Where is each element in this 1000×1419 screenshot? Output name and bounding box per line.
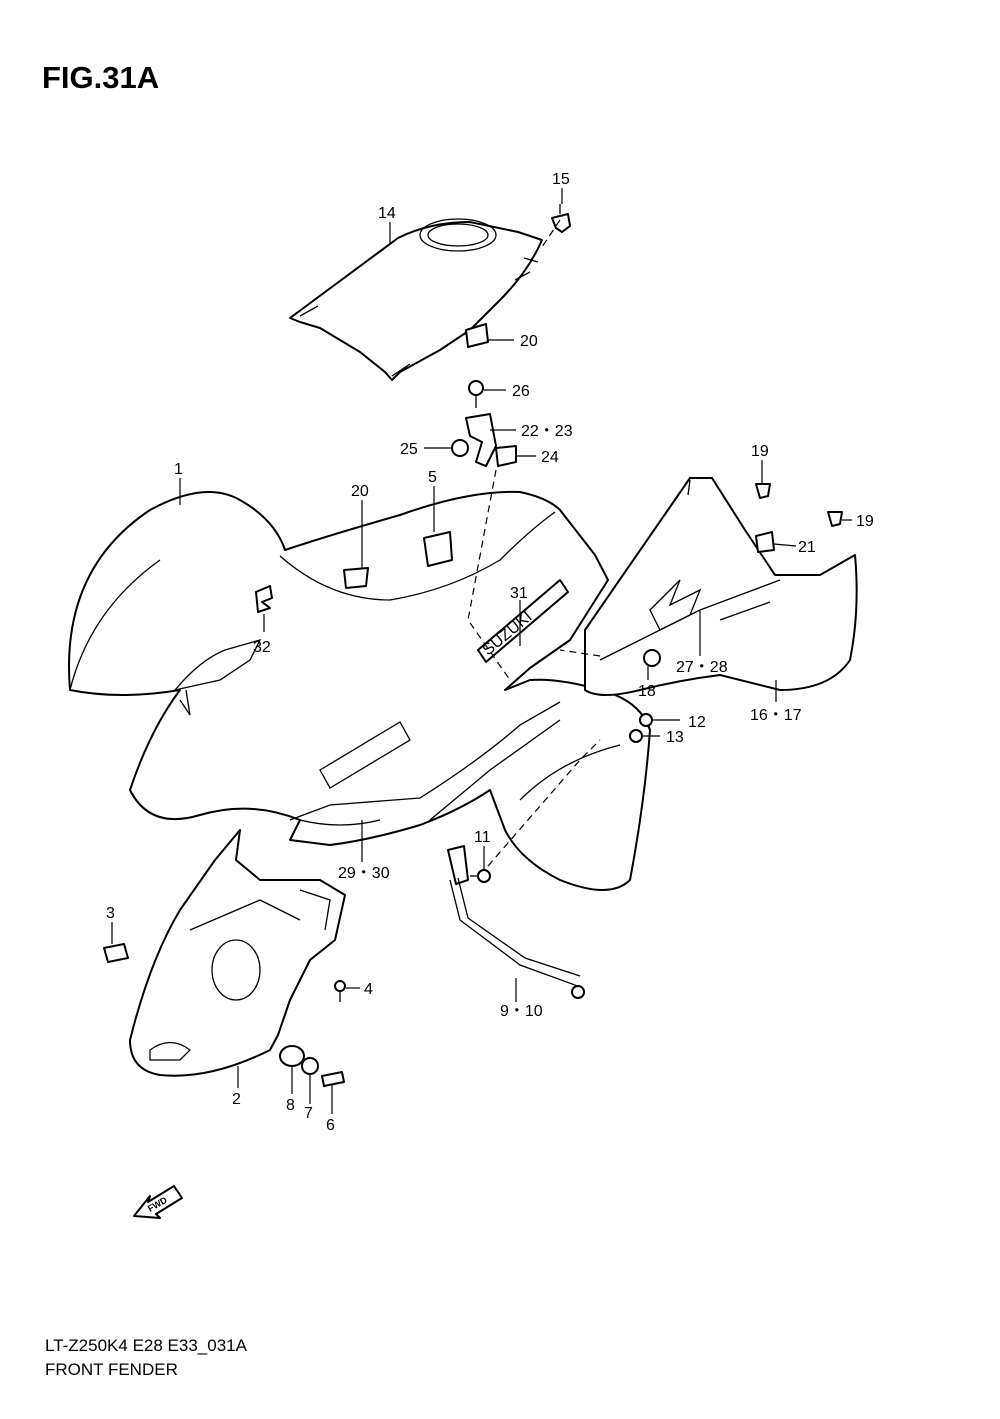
callout-7: 7 (304, 1105, 313, 1122)
part-12-screw (639, 713, 653, 727)
part-15-clip (551, 204, 571, 233)
callout-19-b: 19 (856, 513, 874, 530)
footer-section-name: FRONT FENDER (45, 1360, 178, 1379)
callout-24: 24 (541, 449, 559, 466)
part-19-clip-a (755, 483, 771, 499)
fwd-arrow-icon: FWD (133, 1185, 183, 1219)
footer-model-code: LT-Z250K4 E28 E33_031A (45, 1336, 247, 1355)
part-11-bolt (470, 869, 491, 883)
part-20-pad-upper (465, 323, 489, 348)
part-16-17-side-panel (584, 477, 858, 696)
assembly-line-2 (559, 649, 601, 657)
leader-lines (111, 188, 852, 1114)
callout-6: 6 (326, 1117, 335, 1134)
part-5-pad (423, 531, 453, 567)
callout-19-a: 19 (751, 443, 769, 460)
callout-12: 12 (688, 714, 706, 731)
part-21-pad (755, 531, 775, 553)
part-32-emblem (255, 585, 273, 613)
callout-31: 31 (510, 585, 528, 602)
part-29-30-decal (319, 721, 411, 789)
callout-3: 3 (106, 905, 115, 922)
part-1-front-fender (68, 490, 651, 891)
callout-11: 11 (474, 829, 491, 846)
callout-1: 1 (174, 461, 183, 478)
part-20-pad-lower (343, 567, 369, 589)
assembly-line-4 (539, 219, 561, 251)
callout-18: 18 (638, 683, 656, 700)
callout-15: 15 (552, 171, 570, 188)
part-13-washer (629, 729, 643, 743)
callout-21: 21 (798, 539, 816, 556)
part-4-screw (334, 980, 346, 1002)
callout-16-17: 16・17 (750, 707, 802, 724)
callout-26: 26 (512, 383, 530, 400)
callout-5: 5 (428, 469, 437, 486)
part-9-10-stay (447, 845, 585, 999)
part-25-nut (451, 439, 469, 457)
callout-25: 25 (400, 441, 418, 458)
part-19-clip-b (827, 511, 843, 527)
callout-32: 32 (253, 639, 271, 656)
part-14-front-cover (289, 218, 543, 381)
callout-14: 14 (378, 205, 396, 222)
callout-13: 13 (666, 729, 684, 746)
part-6-bolt (321, 1071, 345, 1087)
part-22-23-bracket (465, 413, 497, 467)
callout-27-28: 27・28 (676, 659, 728, 676)
callout-20-upper: 20 (520, 333, 538, 350)
assembly-line-1 (467, 469, 511, 681)
figure-title: FIG.31A (42, 60, 160, 95)
part-26-bolt (468, 380, 484, 408)
callout-22-23: 22・23 (521, 423, 573, 440)
part-24-pad (495, 445, 517, 467)
callout-2: 2 (232, 1091, 241, 1108)
part-7-washer (301, 1057, 319, 1075)
callout-4: 4 (364, 981, 373, 998)
callout-9-10: 9・10 (500, 1003, 543, 1020)
assembly-line-3 (487, 739, 601, 867)
part-3-nut (103, 943, 129, 963)
part-8-grommet (279, 1045, 305, 1067)
part-18-grommet (643, 649, 661, 667)
callout-20-lower: 20 (351, 483, 369, 500)
part-2-inner-fender (129, 829, 346, 1077)
callout-8: 8 (286, 1097, 295, 1114)
callout-29-30: 29・30 (338, 865, 390, 882)
